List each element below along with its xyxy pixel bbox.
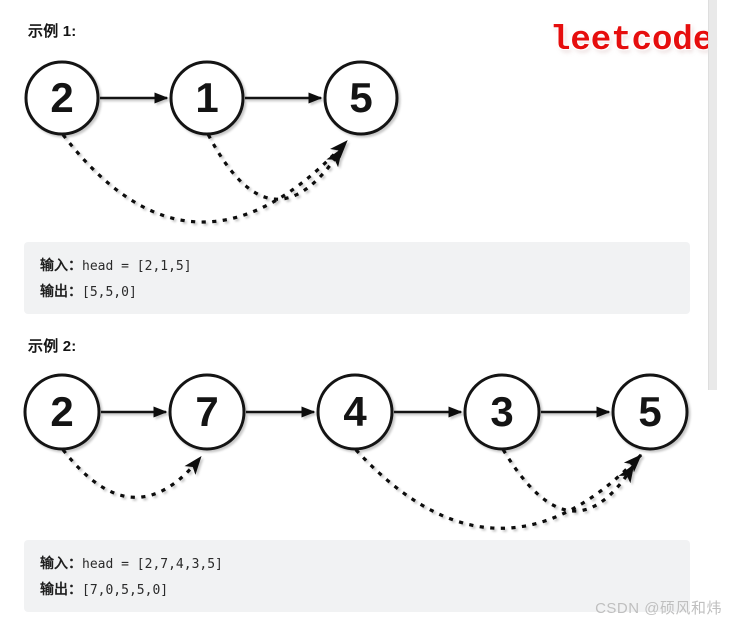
node-value: 5 — [638, 388, 661, 435]
next-greater-arc-4-to-5 — [354, 448, 643, 530]
example-2-heading: 示例 2: — [28, 338, 77, 355]
output-label: 输出： — [40, 283, 82, 299]
node-value: 5 — [349, 74, 372, 121]
output-line: 输出：[5,5,0] — [40, 278, 690, 304]
linked-list-diagram-1: 2 1 5 — [24, 60, 399, 224]
example-2-io-box: 输入：head = [2,7,4,3,5] 输出：[7,0,5,5,0] — [24, 540, 690, 612]
node-value: 7 — [195, 388, 218, 435]
node-value: 4 — [343, 388, 367, 435]
leetcode-watermark: leetcode — [550, 22, 714, 60]
node-value: 2 — [50, 74, 73, 121]
input-value: head = [2,1,5] — [82, 259, 192, 274]
node-circle — [463, 373, 541, 451]
example-1-io-box: 输入：head = [2,1,5] 输出：[5,5,0] — [24, 242, 690, 314]
csdn-watermark: CSDN @硕风和炜 — [595, 600, 722, 617]
input-value: head = [2,7,4,3,5] — [82, 557, 223, 572]
output-line: 输出：[7,0,5,5,0] — [40, 576, 690, 602]
input-line: 输入：head = [2,1,5] — [40, 252, 690, 278]
output-label: 输出： — [40, 581, 82, 597]
node-value: 3 — [490, 388, 513, 435]
input-line: 输入：head = [2,7,4,3,5] — [40, 550, 690, 576]
scrollbar-thumb[interactable] — [708, 0, 717, 390]
node-value: 1 — [195, 74, 218, 121]
linked-list-diagram-2: 2 7 4 3 5 — [23, 373, 689, 530]
node-value: 2 — [50, 388, 73, 435]
input-label: 输入： — [40, 257, 82, 273]
next-greater-arc-2-to-5 — [61, 133, 349, 224]
next-greater-arc-2-to-7 — [61, 448, 203, 499]
next-greater-arc-3-to-5 — [501, 448, 636, 513]
next-greater-arc-1-to-5 — [206, 133, 344, 201]
input-label: 输入： — [40, 555, 82, 571]
node-circle — [169, 60, 245, 136]
node-circle — [316, 373, 394, 451]
node-circle — [323, 60, 399, 136]
scrollbar — [708, 0, 717, 627]
node-circle — [168, 373, 246, 451]
node-circle — [23, 373, 101, 451]
node-circle — [24, 60, 100, 136]
output-value: [5,5,0] — [82, 285, 137, 300]
output-value: [7,0,5,5,0] — [82, 583, 169, 598]
node-circle — [611, 373, 689, 451]
example-1-heading: 示例 1: — [28, 23, 77, 40]
